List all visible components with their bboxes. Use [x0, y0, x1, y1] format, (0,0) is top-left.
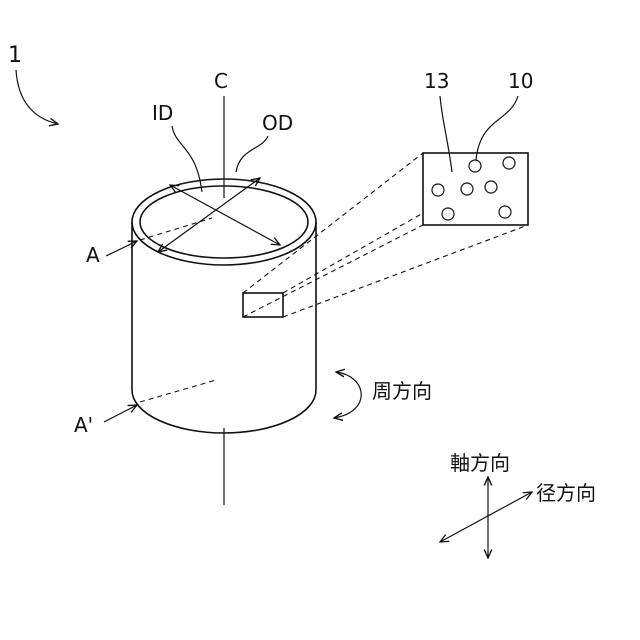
center-axis-label: C — [214, 69, 228, 93]
projection-line-3 — [243, 225, 423, 317]
ref-label-1: 1 — [8, 43, 22, 68]
radial-arrow — [440, 492, 532, 542]
section-a-label: A — [86, 243, 100, 267]
ref-1-leader — [16, 70, 58, 124]
ref-10-leader — [476, 96, 518, 160]
magnified-inset — [423, 153, 528, 225]
projection-line-4 — [283, 225, 528, 317]
id-label: ID — [152, 101, 173, 125]
ref-label-10: 10 — [508, 69, 533, 93]
magnified-region — [243, 293, 283, 317]
circumferential-arrow — [334, 372, 361, 418]
projection-line-1 — [243, 153, 423, 293]
radial-label: 径方向 — [536, 481, 596, 505]
section-a-prime-label: A' — [74, 413, 93, 437]
section-a-prime-line — [140, 380, 216, 402]
section-a-prime-arrow — [104, 405, 137, 422]
od-diameter-arrow — [158, 178, 260, 252]
circumferential-label: 周方向 — [372, 379, 432, 403]
id-diameter-arrow — [170, 185, 280, 245]
od-leader — [236, 136, 268, 172]
axial-label: 軸方向 — [450, 451, 510, 475]
section-a-line — [140, 218, 212, 240]
ref-label-13: 13 — [424, 69, 449, 93]
cylinder — [132, 179, 316, 433]
od-label: OD — [262, 111, 293, 135]
